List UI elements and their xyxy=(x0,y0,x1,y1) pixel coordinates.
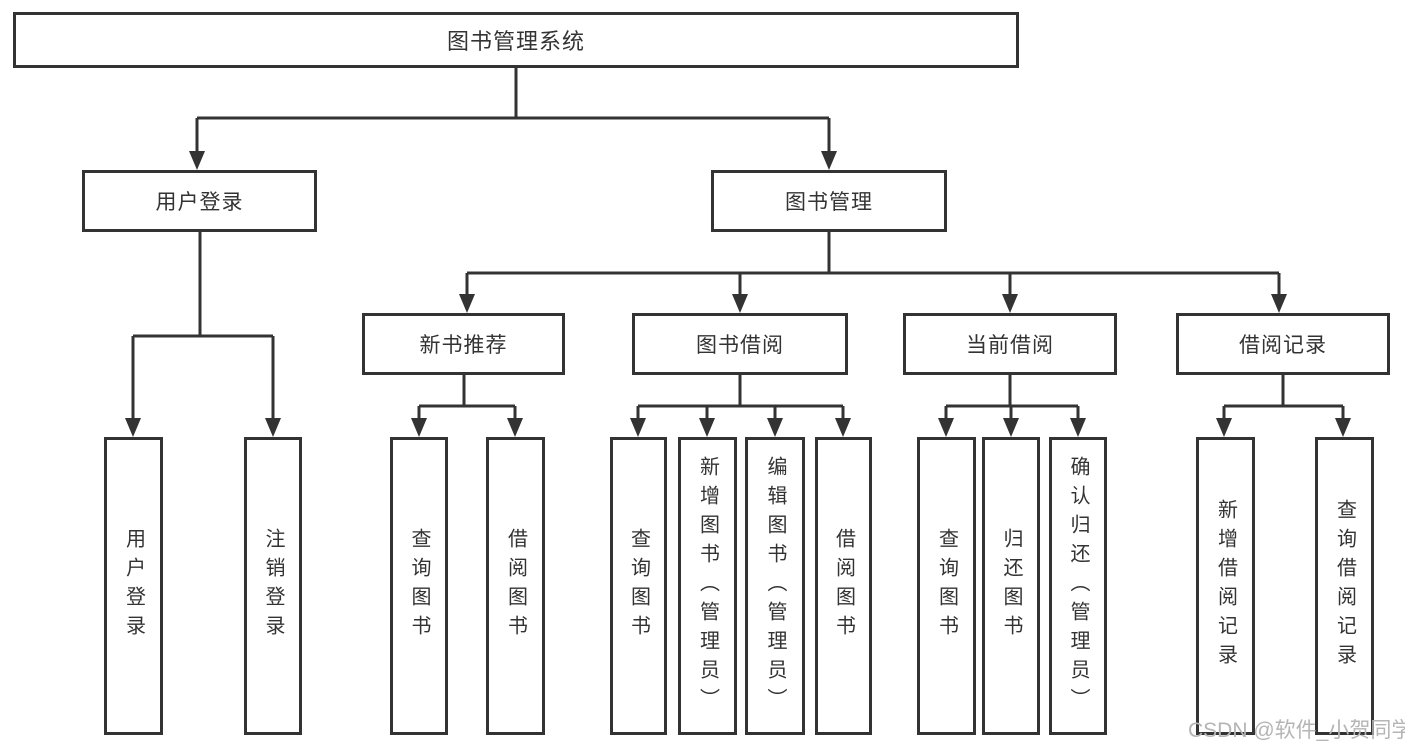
leaf-confirm-return-admin-label: 确认归还（管理员） xyxy=(1067,455,1089,717)
node-current-borrow: 当前借阅 xyxy=(903,313,1117,375)
leaf-query-book-borrow-label: 查询图书 xyxy=(627,528,650,644)
leaf-logout-label: 注销登录 xyxy=(262,528,284,644)
leaf-borrow-book-borrow: 借阅图书 xyxy=(815,437,872,735)
node-book-management-label: 图书管理 xyxy=(785,191,873,214)
leaf-borrow-book-recommend: 借阅图书 xyxy=(486,437,545,735)
leaf-user-login: 用户登录 xyxy=(104,437,163,735)
node-book-management: 图书管理 xyxy=(711,170,947,232)
leaf-query-book-borrow: 查询图书 xyxy=(610,437,667,735)
csdn-watermark: CSDN @软件_小贺同学 xyxy=(1188,719,1405,742)
leaf-borrow-book-recommend-label: 借阅图书 xyxy=(504,528,527,644)
node-borrow-records: 借阅记录 xyxy=(1176,313,1390,375)
node-book-borrow-label: 图书借阅 xyxy=(696,334,784,357)
leaf-add-borrow-record-label: 新增借阅记录 xyxy=(1214,499,1237,673)
node-book-borrow: 图书借阅 xyxy=(632,313,848,375)
leaf-borrow-book-borrow-label: 借阅图书 xyxy=(832,528,855,644)
leaf-query-book-current: 查询图书 xyxy=(917,437,976,735)
leaf-return-book-label: 归还图书 xyxy=(1000,528,1022,644)
leaf-query-book-recommend-label: 查询图书 xyxy=(408,528,430,644)
leaf-return-book: 归还图书 xyxy=(982,437,1040,735)
arrowheads xyxy=(125,151,1351,437)
leaf-query-borrow-record: 查询借阅记录 xyxy=(1315,437,1374,735)
leaf-query-book-recommend: 查询图书 xyxy=(390,437,448,735)
leaf-add-borrow-record: 新增借阅记录 xyxy=(1196,437,1255,735)
leaf-logout: 注销登录 xyxy=(244,437,302,735)
node-user-login-label: 用户登录 xyxy=(155,191,244,214)
node-root: 图书管理系统 xyxy=(13,12,1019,68)
leaf-add-book-admin: 新增图书（管理员） xyxy=(678,437,737,735)
leaf-add-book-admin-label: 新增图书（管理员） xyxy=(696,455,719,717)
leaf-query-book-current-label: 查询图书 xyxy=(935,528,958,644)
node-current-borrow-label: 当前借阅 xyxy=(966,334,1054,357)
node-new-book-recommend-label: 新书推荐 xyxy=(419,334,508,357)
leaf-user-login-label: 用户登录 xyxy=(122,528,145,644)
node-root-label: 图书管理系统 xyxy=(446,29,585,54)
leaf-edit-book-admin-label: 编辑图书（管理员） xyxy=(764,455,786,717)
leaf-edit-book-admin: 编辑图书（管理员） xyxy=(745,437,805,735)
leaf-confirm-return-admin: 确认归还（管理员） xyxy=(1049,437,1107,735)
node-borrow-records-label: 借阅记录 xyxy=(1239,334,1327,357)
node-user-login: 用户登录 xyxy=(82,170,317,232)
node-new-book-recommend: 新书推荐 xyxy=(362,313,565,375)
leaf-query-borrow-record-label: 查询借阅记录 xyxy=(1333,499,1356,673)
